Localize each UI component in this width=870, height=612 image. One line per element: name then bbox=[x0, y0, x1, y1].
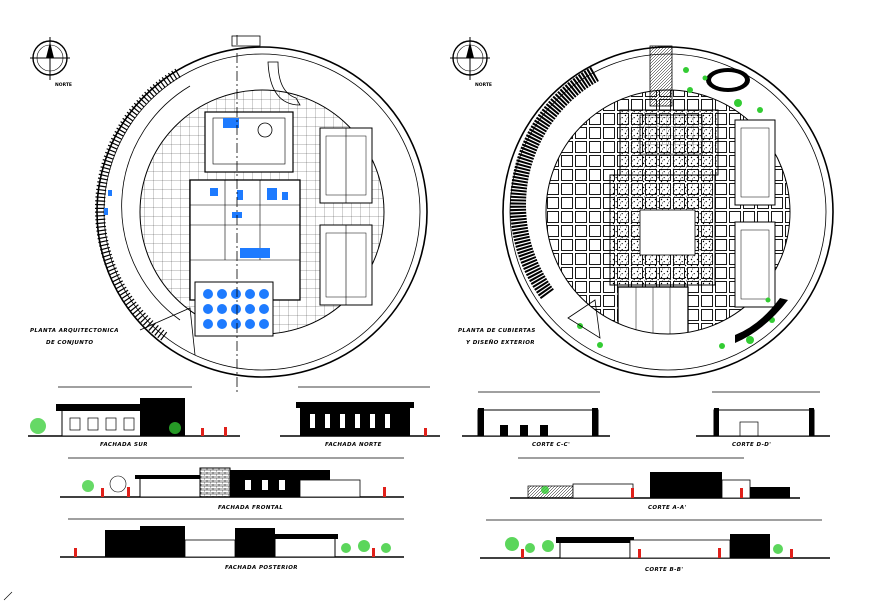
north-arrow-icon bbox=[450, 37, 490, 80]
elevation-fachada-sur: FACHADA SUR bbox=[28, 386, 240, 448]
north-label: NORTE bbox=[55, 82, 72, 88]
site-plan-left: NORTE bbox=[30, 35, 428, 395]
elevation-label: FACHADA SUR bbox=[100, 442, 148, 448]
section-corte-cc: CORTE C-C' bbox=[462, 391, 610, 448]
section-corte-dd: CORTE D-D' bbox=[696, 391, 830, 448]
plan-title-line1: PLANTA ARQUITECTONICA bbox=[30, 328, 119, 334]
elevation-label: FACHADA POSTERIOR bbox=[225, 565, 298, 571]
elevation-fachada-norte: FACHADA NORTE bbox=[280, 386, 440, 448]
elevation-fachada-frontal: FACHADA FRONTAL bbox=[60, 457, 404, 511]
section-label: CORTE A-A' bbox=[648, 505, 687, 511]
plan-title-line1: PLANTA DE CUBIERTAS bbox=[458, 328, 536, 334]
section-label: CORTE D-D' bbox=[732, 442, 771, 448]
elevation-label: FACHADA FRONTAL bbox=[218, 505, 283, 511]
elevation-fachada-posterior: FACHADA POSTERIOR bbox=[60, 518, 404, 571]
section-label: CORTE B-B' bbox=[645, 567, 683, 573]
section-corte-aa: CORTE A-A' bbox=[510, 457, 800, 511]
north-label: NORTE bbox=[475, 82, 492, 88]
elevation-label: FACHADA NORTE bbox=[325, 442, 382, 448]
site-plan-right: NORTE bbox=[450, 37, 834, 378]
north-arrow-icon bbox=[30, 37, 70, 80]
section-label: CORTE C-C' bbox=[532, 442, 570, 448]
plan-title-line2: DE CONJUNTO bbox=[46, 340, 94, 346]
plan-title-line2: Y DISEÑO EXTERIOR bbox=[466, 339, 535, 346]
section-corte-bb: CORTE B-B' bbox=[480, 519, 830, 573]
